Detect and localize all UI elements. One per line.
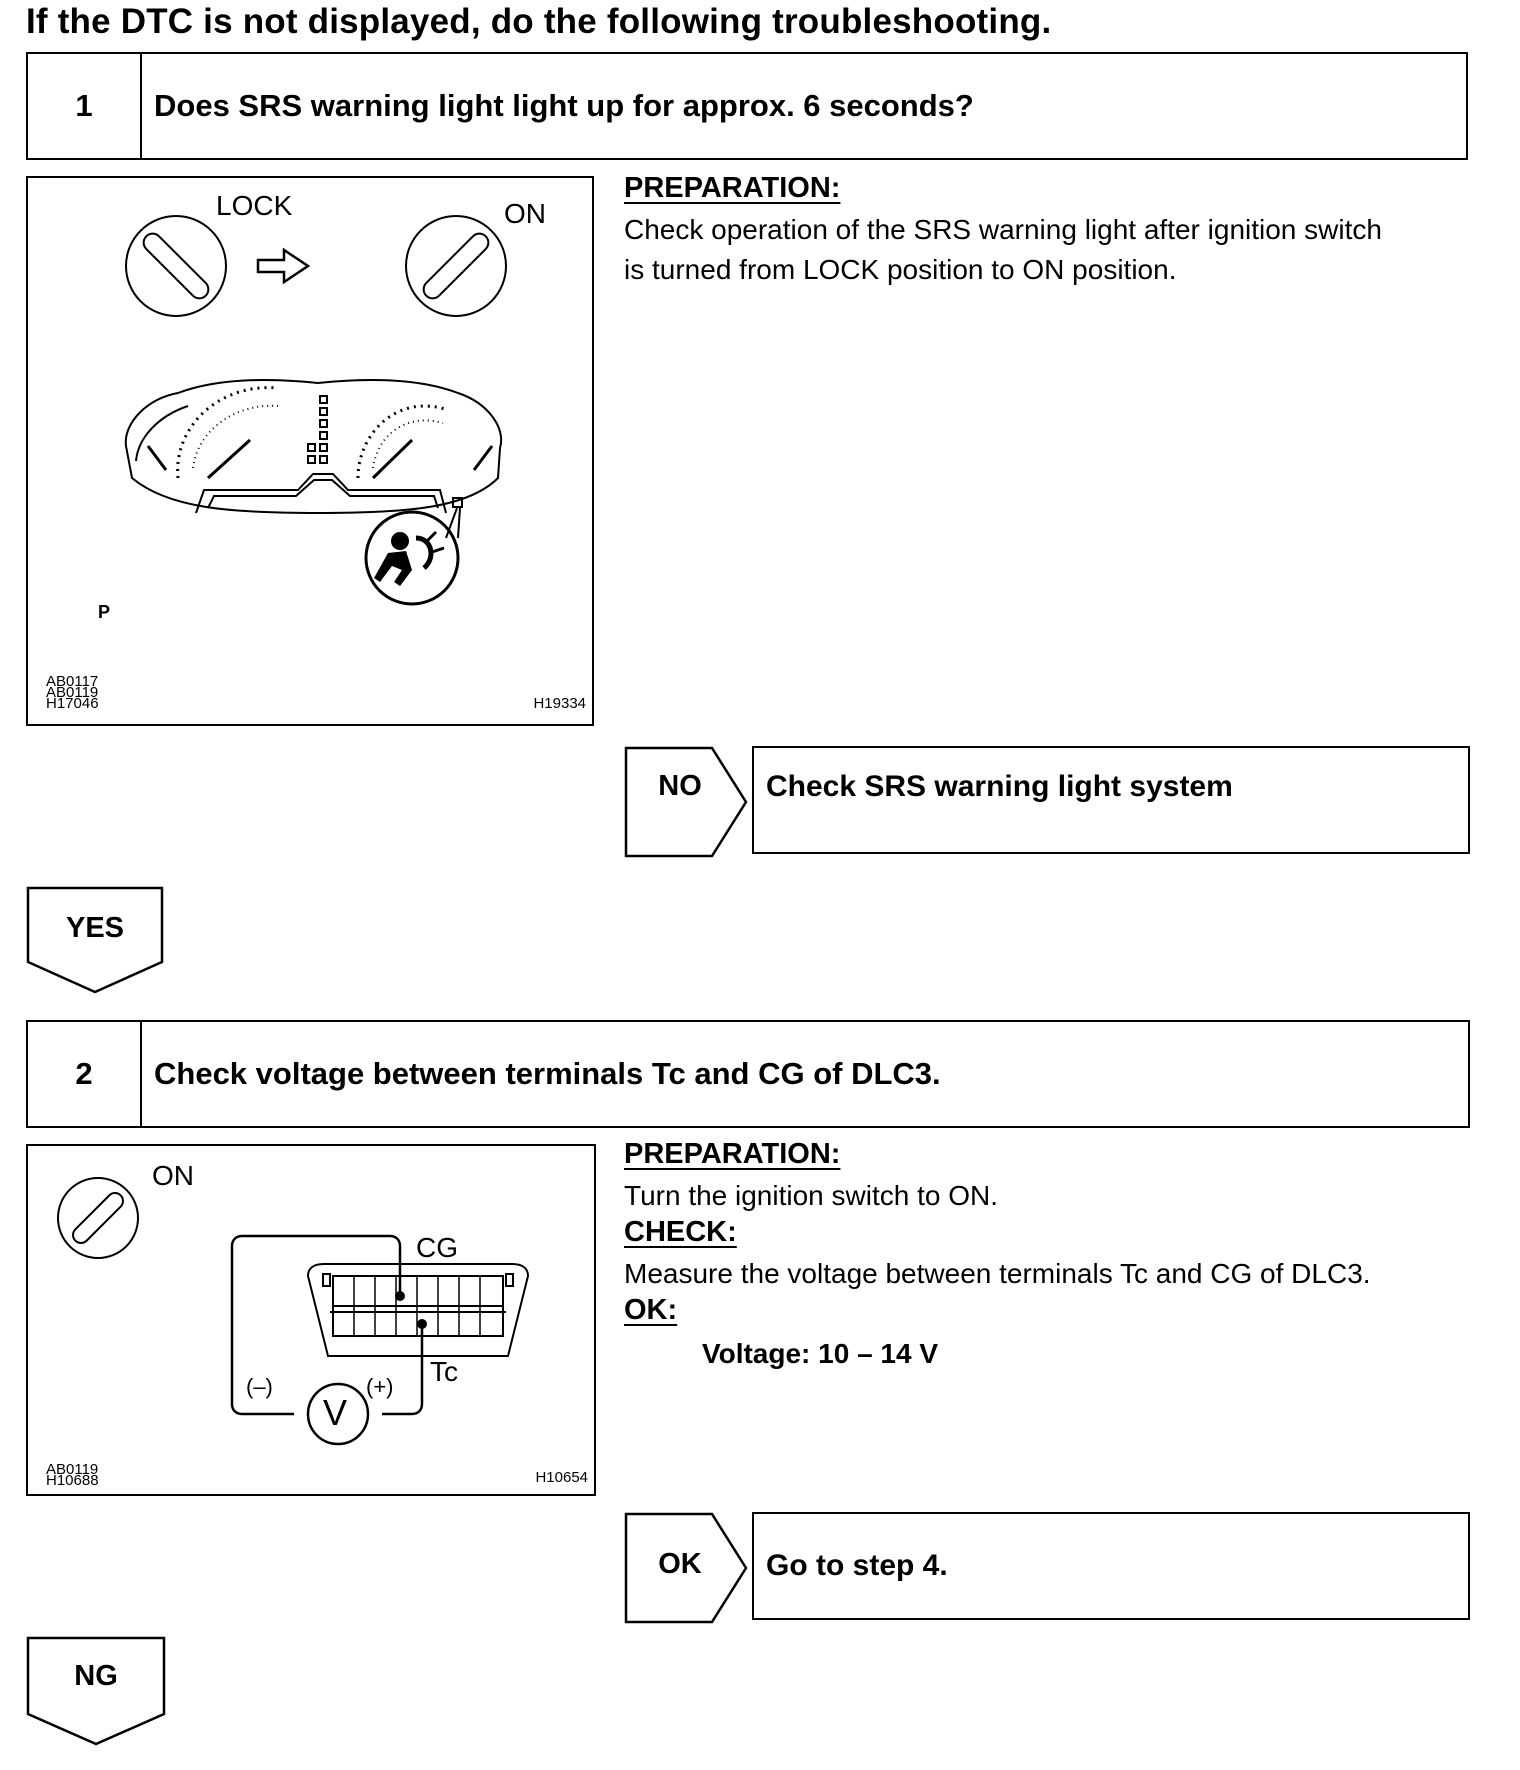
step-1-preparation-label: PREPARATION:	[624, 172, 841, 204]
step-1-header: 1 Does SRS warning light light up for ap…	[26, 52, 1468, 160]
yes-arrow-shape	[26, 886, 164, 994]
ignition-and-cluster-diagram	[124, 215, 507, 606]
figure-code-1: AB0119	[46, 1461, 99, 1478]
on-label: ON	[504, 198, 546, 229]
instrument-cluster-icon	[124, 379, 503, 539]
ok-action-text: Go to step 4.	[766, 1549, 948, 1582]
no-label: NO	[658, 770, 702, 802]
lock-label: LOCK	[216, 190, 293, 221]
plus-label: (+)	[366, 1374, 394, 1399]
ng-arrow-shape	[26, 1636, 166, 1746]
step-2-preparation-label: PREPARATION:	[624, 1138, 841, 1170]
step-1-preparation-line-2: is turned from LOCK position to ON posit…	[624, 254, 1177, 285]
no-action-text: Check SRS warning light system	[766, 770, 1233, 803]
step-2-number: 2	[28, 1022, 142, 1126]
ng-label: NG	[74, 1660, 118, 1692]
figure-code-1: AB0117	[46, 673, 99, 690]
step-2-check-label: CHECK:	[624, 1216, 737, 1248]
minus-label: (–)	[246, 1374, 273, 1399]
lock-key-icon	[125, 215, 227, 317]
on-key-icon	[405, 215, 507, 317]
dlc3-voltage-diagram	[57, 1177, 530, 1446]
on-label: ON	[152, 1160, 194, 1191]
step-1-preparation-line-1: Check operation of the SRS warning light…	[624, 214, 1382, 245]
step-2-ok-spec-label: OK:	[624, 1294, 678, 1326]
voltmeter-label: V	[323, 1392, 348, 1433]
step-2-check-text: Measure the voltage between terminals Tc…	[624, 1258, 1371, 1289]
ok-action-box: Go to step 4.	[752, 1512, 1470, 1620]
dlc3-connector-icon	[306, 1263, 530, 1357]
figure-code-3: H17046	[46, 695, 99, 712]
step-2-preparation-text: Turn the ignition switch to ON.	[624, 1180, 999, 1211]
airbag-warning-icon	[364, 510, 460, 606]
no-arrow-shape	[624, 746, 748, 858]
no-action-box: Check SRS warning light system	[752, 746, 1470, 854]
step-2-ok-spec-value: Voltage: 10 – 14 V	[702, 1338, 939, 1369]
tc-label: Tc	[430, 1356, 458, 1387]
step-1-title: Does SRS warning light light up for appr…	[154, 88, 974, 123]
figure-code-2: H10688	[46, 1472, 99, 1489]
step-2-figure: ON CG Tc (–) (+) V AB0119 H10688 H10654	[26, 1144, 596, 1496]
yes-label: YES	[65, 912, 125, 944]
cg-label: CG	[416, 1232, 458, 1263]
ok-arrow-shape	[624, 1512, 748, 1624]
figure-code-2: AB0119	[46, 684, 99, 701]
step-1-figure: LOCK ON P AB0117 AB0119 H17046 H19334	[26, 176, 594, 726]
figure-id: H10654	[535, 1469, 588, 1486]
step-2-title: Check voltage between terminals Tc and C…	[154, 1056, 941, 1091]
figure-id: H19334	[533, 695, 586, 712]
page-heading: If the DTC is not displayed, do the foll…	[26, 2, 1052, 41]
on-key-icon	[57, 1177, 139, 1259]
ok-label: OK	[658, 1548, 702, 1580]
right-arrow-icon	[256, 247, 311, 285]
p-label: P	[98, 602, 111, 622]
voltmeter-icon	[306, 1382, 370, 1446]
step-1-number: 1	[28, 54, 142, 158]
step-2-header: 2 Check voltage between terminals Tc and…	[26, 1020, 1470, 1128]
